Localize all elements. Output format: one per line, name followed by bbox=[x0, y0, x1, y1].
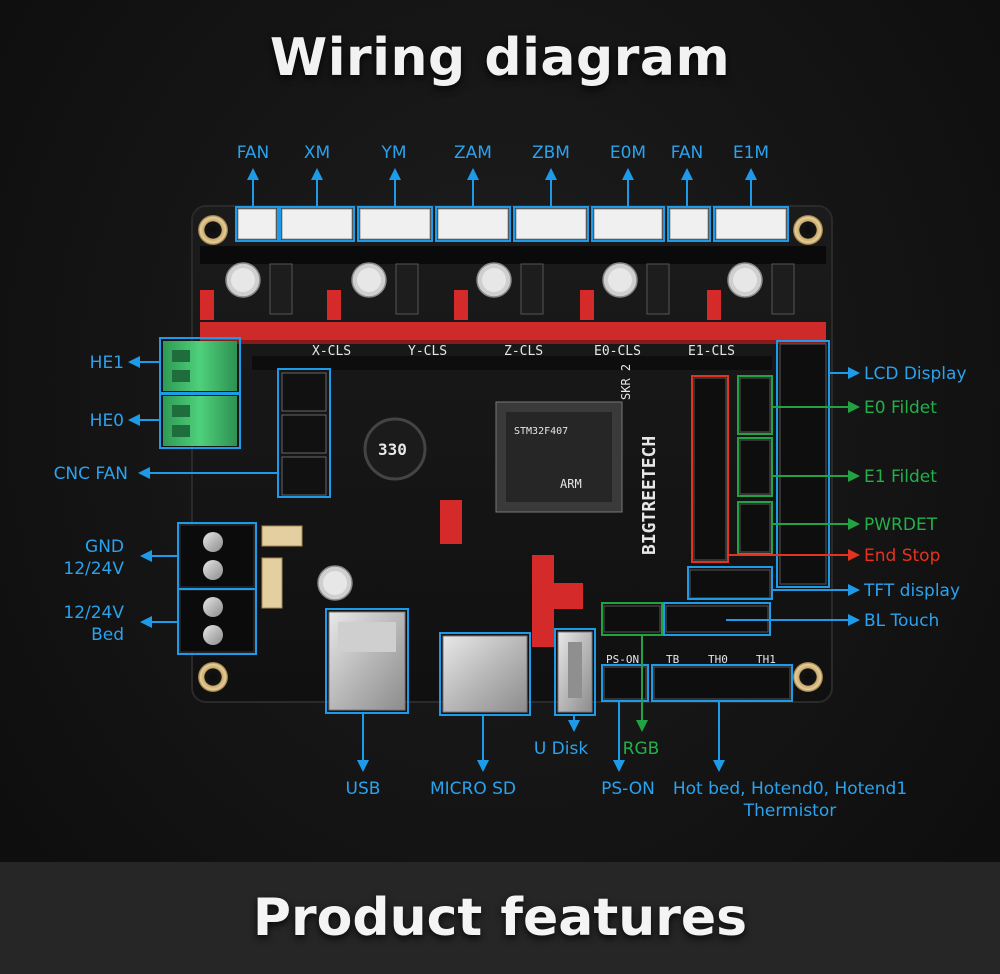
sd-slot bbox=[442, 635, 528, 713]
label-bed-voltage: 12/24V bbox=[63, 603, 124, 623]
cls-silkscreen: X-CLS Y-CLS Z-CLS E0-CLS E1-CLS bbox=[252, 344, 772, 370]
label-he0: HE0 bbox=[90, 411, 124, 431]
footer-title: Product features bbox=[252, 888, 748, 948]
bottom-callouts: USB MICRO SD U Disk RGB PS-ON Hot bed, H… bbox=[346, 635, 907, 821]
chip-label: STM32F407 bbox=[514, 426, 568, 437]
page-title: Wiring diagram bbox=[269, 28, 731, 88]
fuses bbox=[261, 525, 303, 609]
driver-headers bbox=[200, 246, 826, 344]
label-ym: YM bbox=[380, 143, 406, 163]
u-disk-port bbox=[557, 631, 593, 713]
red-jumpers bbox=[200, 290, 721, 320]
label-u-disk: U Disk bbox=[534, 739, 589, 759]
label-usb: USB bbox=[346, 779, 381, 799]
silk-ps-on: PS-ON bbox=[606, 653, 639, 666]
label-e0m: E0M bbox=[610, 143, 646, 163]
mounting-hole bbox=[198, 662, 228, 692]
label-pwrdet: PWRDET bbox=[864, 515, 938, 535]
label-e1-fildet: E1 Fildet bbox=[864, 467, 937, 487]
label-e0-fildet: E0 Fildet bbox=[864, 398, 937, 418]
inductor-label: 330 bbox=[378, 440, 407, 459]
label-he1: HE1 bbox=[90, 353, 124, 373]
label-gnd-voltage: 12/24V bbox=[63, 559, 124, 579]
mounting-hole bbox=[793, 215, 823, 245]
inductor: 330 bbox=[363, 417, 427, 481]
footer-band bbox=[0, 862, 1000, 974]
silk-y-cls: Y-CLS bbox=[408, 344, 447, 359]
label-gnd: GND bbox=[85, 537, 124, 557]
bottom-silkscreen: PS-ON TB TH0 TH1 bbox=[606, 653, 776, 666]
label-cnc-fan: CNC FAN bbox=[54, 464, 128, 484]
label-rgb: RGB bbox=[623, 739, 660, 759]
top-callouts: FAN XM YM ZAM ZBM E0M FAN E1M bbox=[237, 143, 769, 207]
model-silkscreen: SKR 2 bbox=[619, 364, 633, 400]
top-connectors bbox=[237, 208, 787, 240]
label-zbm: ZBM bbox=[532, 143, 570, 163]
label-ps-on: PS-ON bbox=[601, 779, 655, 799]
label-micro-sd: MICRO SD bbox=[430, 779, 516, 799]
bottom-capacitor bbox=[317, 565, 353, 601]
wiring-diagram: X-CLS Y-CLS Z-CLS E0-CLS E1-CLS STM32F40… bbox=[54, 143, 967, 821]
power-terminals bbox=[179, 524, 255, 653]
silk-th0: TH0 bbox=[708, 653, 728, 666]
heater-terminals bbox=[163, 341, 237, 446]
mounting-hole bbox=[793, 662, 823, 692]
silk-e1-cls: E1-CLS bbox=[688, 344, 735, 359]
label-thermistor-ports: Hot bed, Hotend0, Hotend1 bbox=[673, 779, 907, 799]
silk-z-cls: Z-CLS bbox=[504, 344, 543, 359]
usb-port bbox=[328, 611, 406, 711]
mcu-chip: STM32F407 ARM bbox=[495, 401, 623, 513]
silk-tb: TB bbox=[666, 653, 680, 666]
silk-e0-cls: E0-CLS bbox=[594, 344, 641, 359]
mounting-hole bbox=[198, 215, 228, 245]
silk-th1: TH1 bbox=[756, 653, 776, 666]
brand-silkscreen: BIGTREETECH bbox=[639, 436, 660, 555]
label-thermistor: Thermistor bbox=[743, 801, 837, 821]
right-callouts: LCD Display E0 Fildet E1 Fildet PWRDET E… bbox=[726, 364, 967, 631]
red-pin-headers bbox=[440, 500, 583, 647]
label-tft-display: TFT display bbox=[863, 581, 960, 601]
arm-label: ARM bbox=[560, 477, 582, 491]
right-headers bbox=[603, 343, 827, 700]
left-callouts: HE1 HE0 CNC FAN GND 12/24V 12/24V Bed bbox=[54, 353, 278, 645]
label-end-stop: End Stop bbox=[864, 546, 940, 566]
silk-x-cls: X-CLS bbox=[312, 344, 351, 359]
label-bed: Bed bbox=[91, 625, 124, 645]
label-fan-2: FAN bbox=[671, 143, 704, 163]
pcb-board: X-CLS Y-CLS Z-CLS E0-CLS E1-CLS STM32F40… bbox=[163, 205, 833, 713]
label-xm: XM bbox=[304, 143, 330, 163]
jumper-blocks bbox=[269, 263, 795, 315]
callout-boxes bbox=[159, 206, 830, 716]
label-e1m: E1M bbox=[733, 143, 769, 163]
label-fan-1: FAN bbox=[237, 143, 270, 163]
label-zam: ZAM bbox=[454, 143, 492, 163]
label-bl-touch: BL Touch bbox=[864, 611, 939, 631]
capacitor bbox=[225, 262, 763, 298]
label-lcd-display: LCD Display bbox=[864, 364, 967, 384]
fan-connectors bbox=[281, 372, 327, 496]
